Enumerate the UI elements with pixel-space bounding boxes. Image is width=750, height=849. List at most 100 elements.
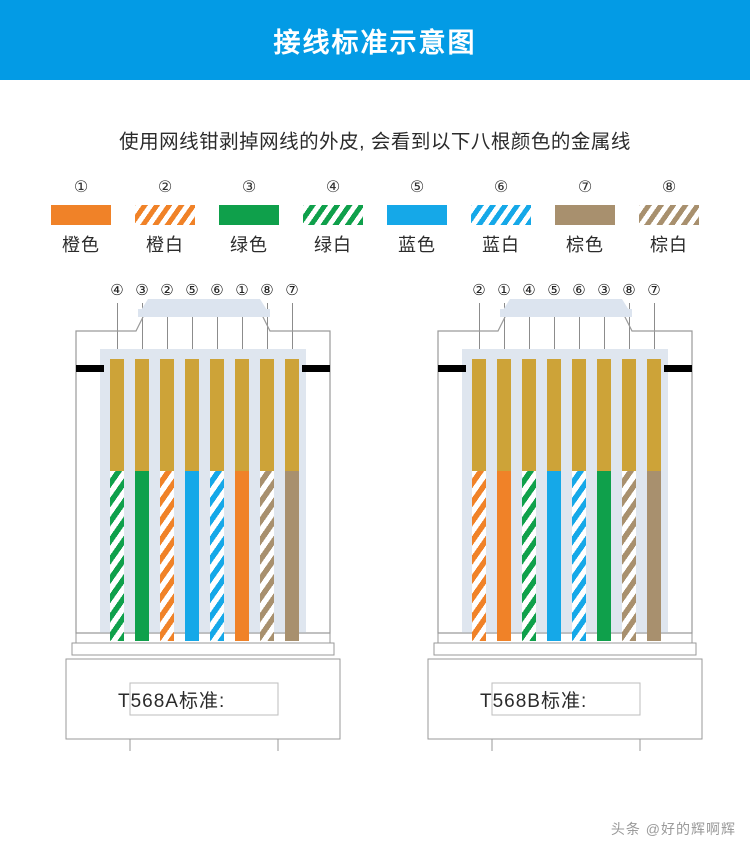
- legend-item: ⑦ 棕色: [549, 176, 621, 257]
- pin-number-label: ⑥: [572, 281, 586, 299]
- legend-circled-number: ⑦: [577, 177, 593, 196]
- wire-solid: [135, 471, 149, 641]
- wire-solid: [185, 471, 199, 641]
- gold-pin: [522, 359, 536, 471]
- legend-color-label: 棕白: [650, 235, 688, 255]
- cable-sheath: [129, 738, 279, 751]
- gold-pin: [285, 359, 299, 471]
- legend-circled-number: ①: [73, 177, 89, 196]
- wire-striped: [522, 471, 536, 641]
- gold-pin: [185, 359, 199, 471]
- gold-pin: [135, 359, 149, 471]
- pin-number-label: ⑧: [622, 281, 636, 299]
- pin-lead-line: [579, 303, 580, 363]
- pin-number-label: ③: [135, 281, 149, 299]
- gold-pin: [235, 359, 249, 471]
- legend-color-swatch: [219, 205, 279, 225]
- pin-lead-line: [242, 303, 243, 363]
- gold-pin: [597, 359, 611, 471]
- legend-item: ⑤ 蓝色: [381, 176, 453, 257]
- watermark: 头条 @好的辉啊辉: [610, 821, 736, 837]
- legend-color-swatch: [387, 205, 447, 225]
- boot-window: [491, 682, 641, 716]
- legend-color-label: 蓝白: [482, 235, 520, 255]
- pin-lead-line: [629, 303, 630, 363]
- connector-housing: [100, 349, 306, 633]
- wire-solid: [597, 471, 611, 641]
- legend-color-label: 橙白: [146, 235, 184, 255]
- legend-circled-number: ⑤: [409, 177, 425, 196]
- pin-lead-line: [142, 303, 143, 363]
- legend-circled-number: ⑧: [661, 177, 677, 196]
- legend-color-label: 棕色: [566, 235, 604, 255]
- subtitle-text: 使用网线钳剥掉网线的外皮, 会看到以下八根颜色的金属线: [119, 131, 631, 153]
- latch-tab-base: [138, 309, 270, 317]
- wire-striped: [260, 471, 274, 641]
- gold-pin: [547, 359, 561, 471]
- pin-lead-line: [554, 303, 555, 363]
- boot-collar: [433, 642, 697, 656]
- legend-item: ⑧ 棕白: [633, 176, 705, 257]
- pin-number-label: ⑦: [647, 281, 661, 299]
- pin-lead-line: [504, 303, 505, 363]
- pin-number-label: ③: [597, 281, 611, 299]
- wire-striped: [622, 471, 636, 641]
- legend-item: ⑥ 蓝白: [465, 176, 537, 257]
- connector-housing: [462, 349, 668, 633]
- contact-bar-right: [664, 365, 692, 372]
- boot-window: [129, 682, 279, 716]
- gold-pin: [472, 359, 486, 471]
- diagram-caption: T568A标准:: [118, 691, 226, 712]
- wire-solid: [235, 471, 249, 641]
- pin-number-label: ④: [110, 281, 124, 299]
- contact-bar-left: [438, 365, 466, 372]
- legend-item: ② 橙白: [129, 176, 201, 257]
- pin-number-label: ②: [160, 281, 174, 299]
- legend-color-swatch: [471, 205, 531, 225]
- pin-lead-line: [604, 303, 605, 363]
- gold-pin: [572, 359, 586, 471]
- pin-lead-line: [192, 303, 193, 363]
- legend-circled-number: ④: [325, 177, 341, 196]
- wire-striped: [160, 471, 174, 641]
- wire-striped: [210, 471, 224, 641]
- connector-body: [427, 299, 703, 751]
- legend-color-label: 绿色: [230, 235, 268, 255]
- page-header: 接线标准示意图: [0, 0, 750, 80]
- wire-solid: [647, 471, 661, 641]
- pin-number-label: ⑦: [285, 281, 299, 299]
- cable-sheath: [491, 738, 641, 751]
- pin-lead-line: [167, 303, 168, 363]
- pin-number-label: ②: [472, 281, 486, 299]
- latch-tab-base: [500, 309, 632, 317]
- legend-color-swatch: [51, 205, 111, 225]
- pin-number-label: ④: [522, 281, 536, 299]
- legend-circled-number: ⑥: [493, 177, 509, 196]
- gold-pin: [160, 359, 174, 471]
- gold-pin: [647, 359, 661, 471]
- legend-circled-number: ②: [157, 177, 173, 196]
- diagram-caption: T568B标准:: [480, 691, 588, 712]
- pin-number-label: ⑥: [210, 281, 224, 299]
- pin-number-label: ①: [497, 281, 511, 299]
- pin-number-label: ⑤: [185, 281, 199, 299]
- pin-lead-line: [529, 303, 530, 363]
- pin-number-label: ⑤: [547, 281, 561, 299]
- pin-lead-line: [292, 303, 293, 363]
- gold-pin: [260, 359, 274, 471]
- pin-number-label: ①: [235, 281, 249, 299]
- legend-color-swatch: [555, 205, 615, 225]
- pin-lead-line: [479, 303, 480, 363]
- legend-color-swatch: [135, 205, 195, 225]
- pin-lead-line: [217, 303, 218, 363]
- pin-lead-line: [267, 303, 268, 363]
- wire-striped: [110, 471, 124, 641]
- legend-color-label: 蓝色: [398, 235, 436, 255]
- cable-boot: [427, 658, 703, 740]
- page-title: 接线标准示意图: [273, 27, 477, 58]
